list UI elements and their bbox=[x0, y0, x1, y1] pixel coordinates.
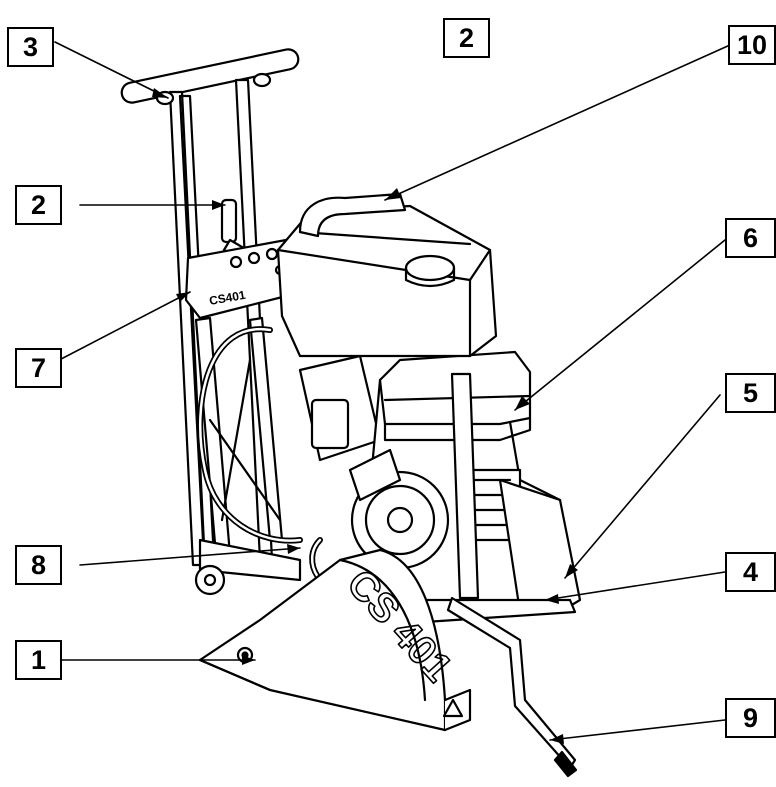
leader-7 bbox=[39, 291, 191, 371]
control-panel: CS401 bbox=[184, 238, 304, 320]
control-panel-marking: CS401 bbox=[208, 288, 247, 308]
callout-2-top: 2 bbox=[443, 18, 490, 58]
callout-6: 6 bbox=[725, 218, 776, 258]
callout-1: 1 bbox=[15, 640, 62, 680]
callout-10: 10 bbox=[728, 25, 776, 65]
leader-10 bbox=[384, 44, 731, 201]
leader-5 bbox=[564, 394, 721, 579]
water-tank bbox=[276, 204, 498, 358]
callout-2: 2 bbox=[15, 185, 62, 225]
callout-8: 8 bbox=[15, 545, 62, 585]
lift-handle bbox=[298, 192, 407, 238]
guide-arm bbox=[446, 596, 578, 778]
callout-5: 5 bbox=[725, 373, 776, 413]
callout-7: 7 bbox=[15, 348, 62, 388]
leader-4 bbox=[544, 571, 726, 601]
leader-arrowheads bbox=[152, 88, 578, 744]
callout-9: 9 bbox=[725, 698, 776, 738]
strap bbox=[450, 372, 480, 600]
leader-8 bbox=[79, 547, 301, 566]
callout-3: 3 bbox=[7, 27, 54, 67]
leader-9 bbox=[549, 719, 726, 741]
leader-3 bbox=[54, 41, 169, 99]
leader-lines bbox=[39, 41, 731, 741]
callout-4: 4 bbox=[725, 552, 776, 592]
leader-6 bbox=[514, 239, 726, 411]
